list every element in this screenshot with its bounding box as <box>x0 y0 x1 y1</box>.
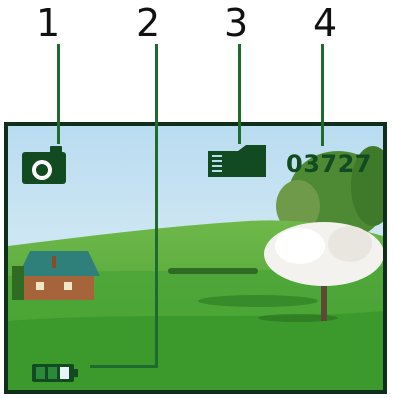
leader-line-2-horizontal <box>90 365 158 368</box>
callout-number-2: 2 <box>136 2 160 44</box>
leader-line-4 <box>321 44 324 146</box>
remaining-shots-counter: 03727 <box>286 150 372 178</box>
callout-number-1: 1 <box>36 2 60 44</box>
leader-line-3 <box>238 44 241 144</box>
camera-display-screen: 03727 <box>4 122 387 394</box>
battery-icon <box>32 364 78 382</box>
callout-number-4: 4 <box>313 2 337 44</box>
leader-line-1 <box>57 44 60 144</box>
leader-line-2-vertical <box>155 44 158 368</box>
callout-number-3: 3 <box>224 2 248 44</box>
